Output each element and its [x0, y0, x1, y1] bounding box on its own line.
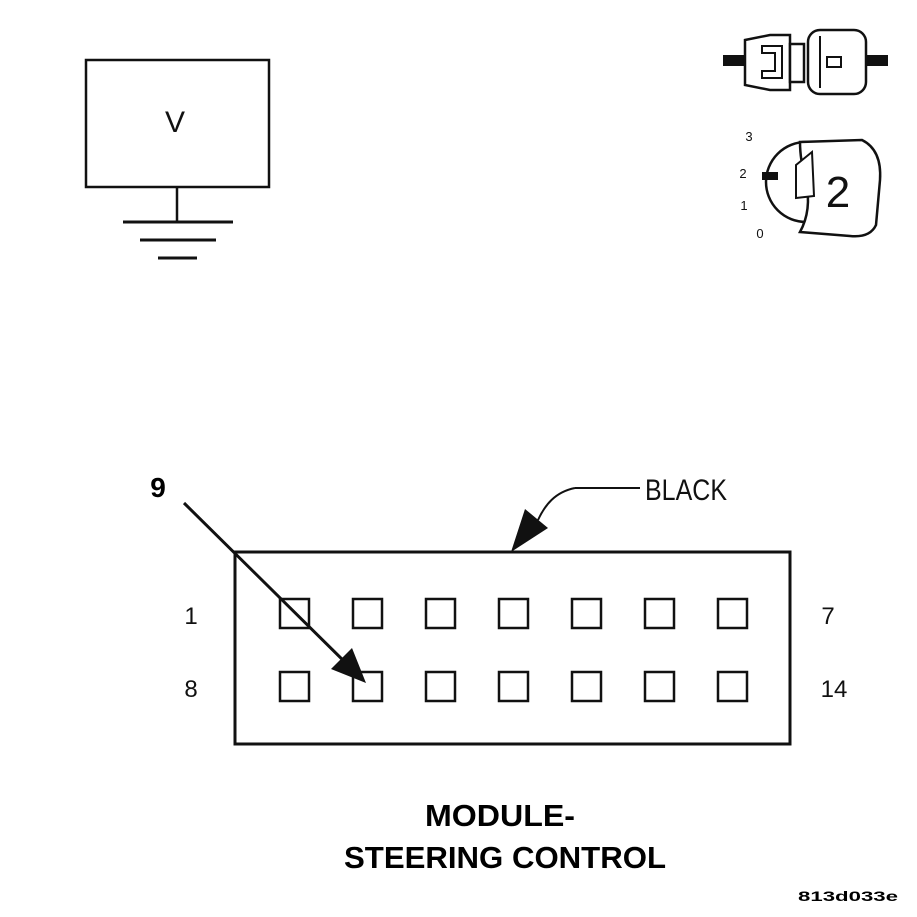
row2-last-label: 14 — [821, 676, 848, 703]
pin-cavity-11 — [497, 670, 530, 703]
pin-cavity-14 — [716, 670, 749, 703]
connector-pins — [278, 597, 749, 703]
row2-first-label: 8 — [184, 676, 197, 703]
disconnected-connector-icon — [723, 28, 888, 96]
pin-cavity-7 — [716, 597, 749, 630]
pin-callout-arrowhead — [331, 648, 366, 683]
pin-cavity-6 — [643, 597, 676, 630]
voltmeter-box — [84, 58, 271, 189]
voltmeter-symbol: V — [84, 58, 271, 260]
connector-outline — [233, 550, 792, 746]
black-connector-arrow — [511, 509, 548, 552]
ground-icon — [123, 187, 233, 260]
ignition-position-3: 3 — [745, 129, 752, 144]
ignition-selected-position: 2 — [826, 168, 850, 217]
ignition-switch-icon: 3 2 1 0 2 — [739, 129, 882, 241]
voltmeter-label: V — [165, 106, 185, 139]
pin-cavity-12 — [570, 670, 603, 703]
pin-cavity-13 — [643, 670, 676, 703]
title-line-2: STEERING CONTROL — [344, 840, 666, 875]
pin-callout-line — [182, 501, 358, 675]
pin-callout-number: 9 — [150, 472, 166, 503]
ignition-position-0: 0 — [756, 226, 763, 241]
pin-cavity-10 — [424, 670, 457, 703]
connector-face: BLACK 1 7 8 14 9 — [150, 472, 848, 746]
pin-cavity-8 — [278, 670, 311, 703]
pin-cavity-2 — [351, 597, 384, 630]
pin-cavity-3 — [424, 597, 457, 630]
diagram-title: MODULE- STEERING CONTROL — [344, 798, 666, 875]
ignition-position-2: 2 — [739, 166, 746, 181]
connector-color-label: BLACK — [645, 474, 727, 507]
row1-first-label: 1 — [184, 603, 197, 630]
title-line-1: MODULE- — [425, 798, 575, 833]
figure-code: 813d033e — [798, 888, 898, 904]
pin-cavity-4 — [497, 597, 530, 630]
ignition-position-1: 1 — [740, 198, 747, 213]
row1-last-label: 7 — [821, 603, 834, 630]
pin-cavity-5 — [570, 597, 603, 630]
